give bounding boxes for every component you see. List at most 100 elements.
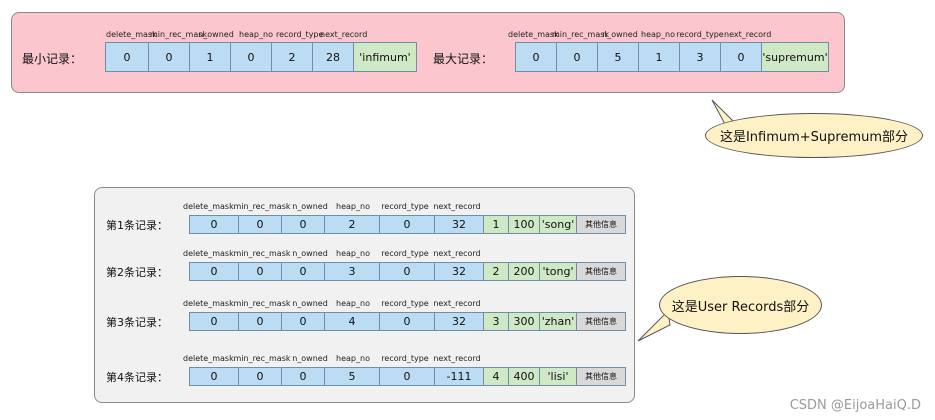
cell-min-rec-mask: 0 (238, 262, 282, 281)
cell-n-owned: 0 (281, 215, 325, 234)
header-min-rec-mask: min_rec_mask (233, 354, 291, 363)
header-delete-mask: delete_mask (183, 354, 234, 363)
header-next-record: next_record (433, 249, 481, 258)
cell-value: 400 (508, 367, 540, 386)
cell-delete-mask: 0 (515, 42, 557, 72)
header-delete-mask: delete_mask (106, 30, 157, 39)
header-delete-mask: delete_mask (183, 249, 234, 258)
header-heap-no: heap_no (336, 249, 370, 258)
header-heap-no: heap_no (336, 299, 370, 308)
cell-id: 2 (483, 262, 509, 281)
header-record-type: record_type (276, 30, 324, 39)
cell-delete-mask: 0 (189, 312, 239, 331)
header-n-owned: n_owned (602, 30, 638, 39)
cell-other-info: 其他信息 (576, 262, 626, 281)
cell-min-rec-mask: 0 (238, 312, 282, 331)
cell-other-info: 其他信息 (576, 312, 626, 331)
cell-n-owned: 5 (597, 42, 639, 72)
cell-next-record: 28 (312, 42, 354, 72)
cell-next-record: 32 (434, 312, 484, 331)
header-min-rec-mask: min_rec_mask (552, 30, 610, 39)
min-record-row: 0 0 1 0 2 28 'infimum' (105, 42, 417, 72)
cell-id: 1 (483, 215, 509, 234)
cell-record-type: 0 (379, 312, 435, 331)
cell-infimum: 'infimum' (353, 42, 417, 72)
cell-n-owned: 1 (189, 42, 231, 72)
cell-next-record: 0 (720, 42, 762, 72)
header-next-record: next_record (724, 30, 772, 39)
watermark: CSDN @EijoaHaiQ.D (789, 398, 921, 413)
cell-supremum: 'supremum' (761, 42, 829, 72)
cell-min-rec-mask: 0 (148, 42, 190, 72)
cell-min-rec-mask: 0 (238, 367, 282, 386)
cell-name: 'zhan' (539, 312, 577, 331)
cell-value: 200 (508, 262, 540, 281)
user-record-label: 第2条记录： (106, 266, 168, 279)
cell-other-info: 其他信息 (576, 215, 626, 234)
min-record-label: 最小记录： (22, 52, 83, 66)
header-min-rec-mask: min_rec_mask (233, 202, 291, 211)
cell-record-type: 3 (679, 42, 721, 72)
cell-name: 'song' (539, 215, 577, 234)
cell-n-owned: 0 (281, 262, 325, 281)
cell-id: 4 (483, 367, 509, 386)
user-record-label: 第1条记录： (106, 219, 168, 232)
header-n-owned: n_owned (198, 30, 234, 39)
cell-value: 300 (508, 312, 540, 331)
cell-record-type: 0 (379, 262, 435, 281)
cell-heap-no: 5 (324, 367, 380, 386)
cell-heap-no: 0 (230, 42, 272, 72)
cell-id: 3 (483, 312, 509, 331)
header-record-type: record_type (381, 299, 429, 308)
cell-min-rec-mask: 0 (238, 215, 282, 234)
speech-bubble-infimum-supremum: 这是Infimum+Supremum部分 (705, 113, 923, 158)
cell-heap-no: 2 (324, 215, 380, 234)
header-next-record: next_record (433, 354, 481, 363)
header-record-type: record_type (676, 30, 724, 39)
cell-record-type: 2 (271, 42, 313, 72)
cell-next-record: 32 (434, 262, 484, 281)
cell-delete-mask: 0 (189, 367, 239, 386)
header-next-record: next_record (433, 202, 481, 211)
header-min-rec-mask: min_rec_mask (233, 249, 291, 258)
user-record-label: 第4条记录： (106, 371, 168, 384)
header-min-rec-mask: min_rec_mask (233, 299, 291, 308)
header-heap-no: heap_no (336, 202, 370, 211)
header-delete-mask: delete_mask (508, 30, 559, 39)
max-record-row: 0 0 5 1 3 0 'supremum' (515, 42, 829, 72)
cell-next-record: -111 (434, 367, 484, 386)
cell-heap-no: 4 (324, 312, 380, 331)
cell-other-info: 其他信息 (576, 367, 626, 386)
header-n-owned: n_owned (292, 202, 328, 211)
user-record-label: 第3条记录： (106, 316, 168, 329)
max-record-label: 最大记录： (433, 52, 494, 66)
cell-value: 100 (508, 215, 540, 234)
cell-heap-no: 3 (324, 262, 380, 281)
header-n-owned: n_owned (292, 354, 328, 363)
header-record-type: record_type (381, 249, 429, 258)
cell-delete-mask: 0 (189, 215, 239, 234)
header-delete-mask: delete_mask (183, 202, 234, 211)
cell-delete-mask: 0 (189, 262, 239, 281)
cell-min-rec-mask: 0 (556, 42, 598, 72)
header-record-type: record_type (381, 202, 429, 211)
cell-next-record: 32 (434, 215, 484, 234)
cell-record-type: 0 (379, 215, 435, 234)
cell-record-type: 0 (379, 367, 435, 386)
header-delete-mask: delete_mask (183, 299, 234, 308)
cell-n-owned: 0 (281, 367, 325, 386)
header-next-record: next_record (320, 30, 368, 39)
header-heap-no: heap_no (336, 354, 370, 363)
cell-delete-mask: 0 (105, 42, 149, 72)
cell-name: 'lisi' (539, 367, 577, 386)
